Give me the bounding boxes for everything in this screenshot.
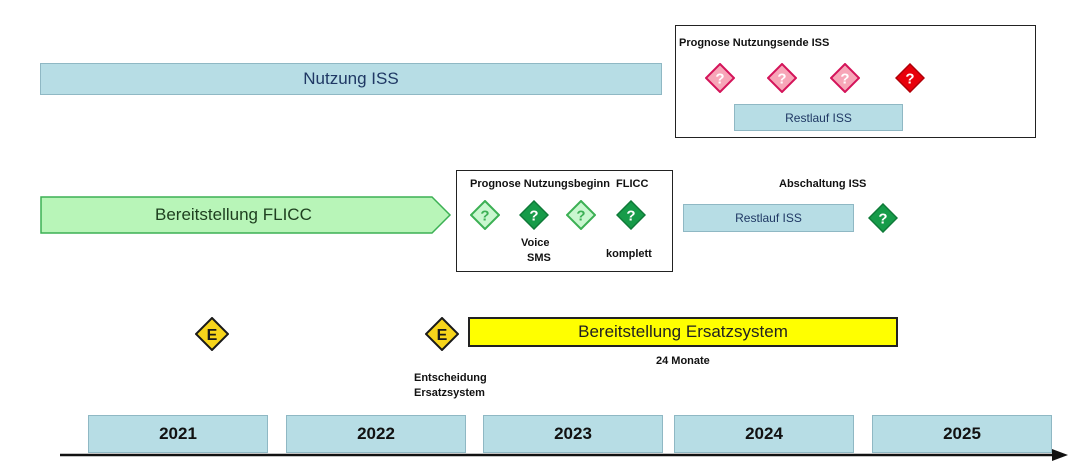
abschaltung-iss-label: Abschaltung ISS	[779, 178, 867, 190]
pink-question-diamond-icon: ?	[705, 63, 735, 93]
pink-question-diamond-icon: ?	[767, 63, 797, 93]
prognose-nutzungsende-title: Prognose Nutzungsende ISS	[679, 37, 830, 49]
year-label: 2022	[357, 424, 395, 443]
voice-label: Voice	[521, 237, 550, 249]
restlauf-iss-label: Restlauf ISS	[735, 211, 802, 225]
decision-label-line1: Entscheidung	[414, 372, 487, 384]
red-question-diamond-icon: ?	[895, 63, 925, 93]
question-glyph: ?	[529, 208, 538, 225]
restlauf-iss-label: Restlauf ISS	[785, 110, 852, 125]
decision-label-line2: Ersatzsystem	[414, 387, 485, 399]
marker-letter: E	[437, 327, 448, 344]
timeline-axis-arrow	[60, 449, 1068, 461]
year-2025: 2025	[872, 415, 1052, 453]
decision-marker-icon: E	[425, 317, 459, 351]
year-2023: 2023	[483, 415, 663, 453]
marker-letter: E	[207, 327, 218, 344]
question-glyph: ?	[715, 71, 724, 88]
bereitstellung-flicc-arrow	[40, 196, 452, 234]
bereitstellung-ersatzsystem-bar: Bereitstellung Ersatzsystem	[468, 317, 898, 347]
komplett-label: komplett	[606, 248, 652, 260]
dark-green-question-diamond-icon: ?	[519, 200, 549, 230]
question-glyph: ?	[480, 208, 489, 225]
year-label: 2025	[943, 424, 981, 443]
year-2024: 2024	[674, 415, 854, 453]
question-glyph: ?	[626, 208, 635, 225]
question-glyph: ?	[840, 71, 849, 88]
decision-marker-icon: E	[195, 317, 229, 351]
year-label: 2024	[745, 424, 783, 443]
year-2022: 2022	[286, 415, 466, 453]
dark-green-question-diamond-icon: ?	[616, 200, 646, 230]
nutzung-iss-bar: Nutzung ISS	[40, 63, 662, 95]
year-2021: 2021	[88, 415, 268, 453]
bereitstellung-flicc-label: Bereitstellung FLICC	[155, 205, 312, 224]
question-glyph: ?	[878, 211, 887, 228]
nutzung-iss-label: Nutzung ISS	[303, 69, 399, 88]
question-glyph: ?	[777, 71, 786, 88]
question-glyph: ?	[576, 208, 585, 225]
duration-label: 24 Monate	[656, 355, 710, 367]
light-green-question-diamond-icon: ?	[470, 200, 500, 230]
sms-label: SMS	[527, 252, 551, 264]
restlauf-iss-bar-top: Restlauf ISS	[734, 104, 903, 131]
question-glyph: ?	[905, 71, 914, 88]
prognose-nutzungsbeginn-title: Prognose Nutzungsbeginn FLICC	[470, 178, 649, 190]
pink-question-diamond-icon: ?	[830, 63, 860, 93]
year-label: 2021	[159, 424, 197, 443]
year-label: 2023	[554, 424, 592, 443]
bereitstellung-ersatzsystem-label: Bereitstellung Ersatzsystem	[578, 322, 788, 341]
light-green-question-diamond-icon: ?	[566, 200, 596, 230]
restlauf-iss-bar-mid: Restlauf ISS	[683, 204, 854, 232]
dark-green-question-diamond-icon: ?	[868, 203, 898, 233]
